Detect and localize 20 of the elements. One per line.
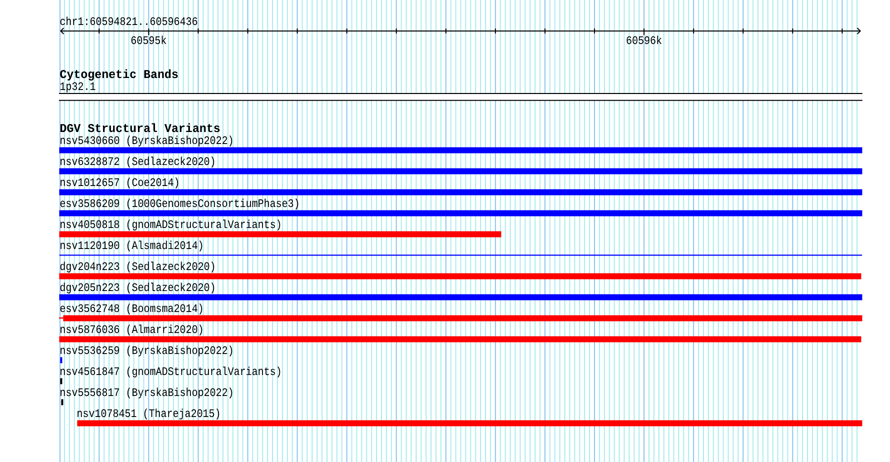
variant-label: nsv5536259 (ByrskaBishop2022)	[60, 346, 232, 356]
variant-label: nsv5876036 (Almarri2020)	[60, 324, 202, 336]
band-label: 1p32.1	[60, 82, 96, 92]
variant-label: esv3586209 (1000GenomesConsortiumPhase3)	[60, 198, 298, 210]
track-title: DGV Structural Variants	[60, 123, 220, 132]
track-title: Cytogenetic Bands	[60, 69, 178, 81]
variant-label: esv3562748 (Boomsma2014)	[60, 304, 202, 314]
tick-label: 60596k	[626, 36, 662, 44]
variant-label: nsv5430660 (ByrskaBishop2022)	[60, 136, 232, 146]
variant-label: nsv4050818 (gnomADStructuralVariants)	[60, 220, 280, 230]
variant-label: nsv1120190 (Alsmadi2014)	[60, 240, 202, 252]
variant-label: nsv1012657 (Coe2014)	[60, 178, 178, 188]
tick-label: 60595k	[131, 36, 166, 44]
variant-label: nsv6328872 (Sedlazeck2020)	[60, 156, 214, 168]
variant-label: nsv4561847 (gnomADStructuralVariants)	[60, 366, 280, 378]
variant-label: nsv1078451 (Thareja2015)	[78, 408, 220, 420]
variant-label: dgv205n223 (Sedlazeck2020)	[60, 282, 214, 294]
variant-label: dgv204n223 (Sedlazeck2020)	[60, 262, 214, 272]
variant-label: nsv5556817 (ByrskaBishop2022)	[60, 388, 232, 398]
range-label: chr1:60594821..60596436	[60, 16, 198, 26]
